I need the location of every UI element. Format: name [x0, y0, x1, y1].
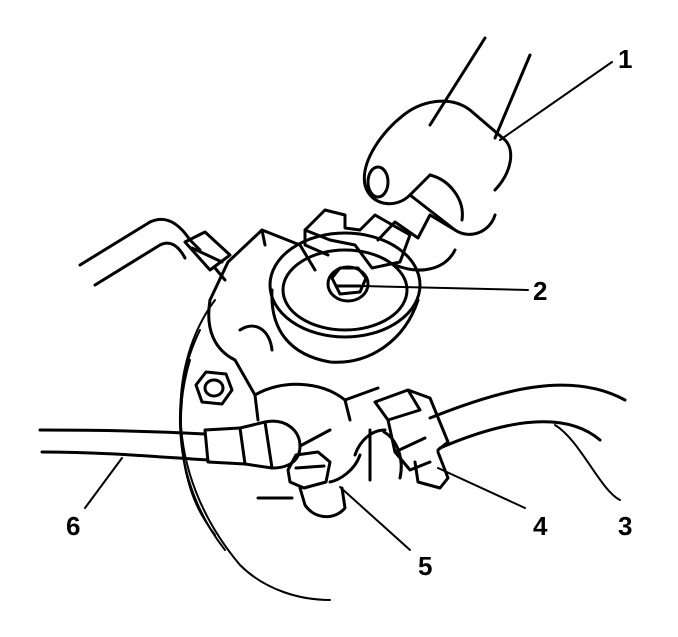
hose-retaining-clip: [373, 388, 450, 490]
callout-6: 6: [66, 511, 80, 541]
callout-4: 4: [533, 511, 548, 541]
steering-gear-housing: [207, 228, 380, 422]
mounting-bolt: [194, 370, 234, 406]
leader-line-1: [499, 61, 613, 141]
leader-line-2: [361, 285, 529, 291]
power-steering-hose: [428, 383, 627, 450]
firewall-disc: [178, 299, 331, 601]
leader-line-5: [339, 486, 411, 551]
hydraulic-line: [78, 217, 232, 287]
universal-joint: [303, 208, 457, 272]
leader-line-4: [437, 467, 526, 509]
input-shaft-collar: [268, 231, 422, 364]
leader-lines: [84, 61, 621, 551]
pinch-bolt: [326, 265, 370, 303]
callout-3: 3: [618, 511, 632, 541]
callout-1: 1: [618, 44, 632, 74]
leader-line-6: [84, 457, 123, 509]
connector-body: [353, 428, 403, 482]
callout-2: 2: [533, 276, 547, 306]
bracket-bolt: [256, 450, 362, 519]
wiring-cable: [38, 419, 332, 470]
intermediate-shaft: [362, 36, 532, 236]
leader-line-3: [554, 424, 621, 501]
callout-5: 5: [418, 551, 432, 581]
